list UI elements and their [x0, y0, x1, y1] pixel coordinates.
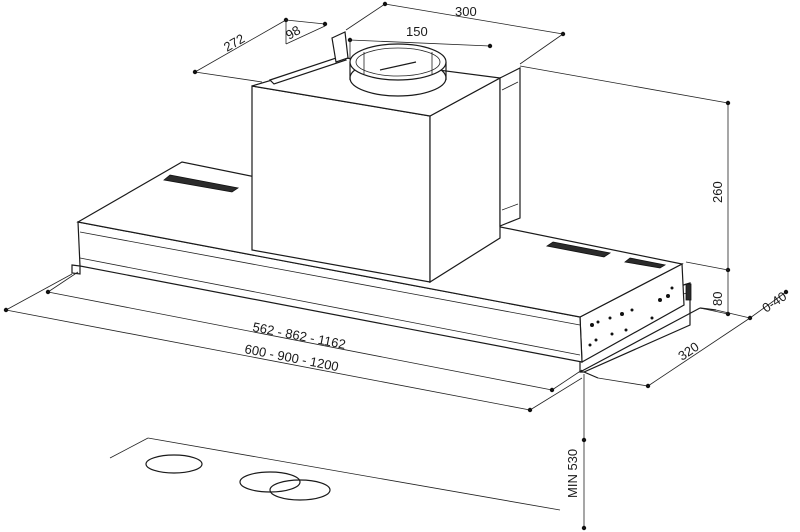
dim-300: 300: [455, 4, 477, 19]
control-panel: [588, 283, 692, 347]
burner-right: [269, 479, 331, 501]
duct-collar: [349, 43, 447, 97]
hood-body: [71, 31, 717, 379]
burner-left: [145, 454, 203, 474]
dim-260: 260: [710, 181, 725, 203]
dim-320: 320: [675, 339, 701, 364]
dim-80: 80: [710, 292, 725, 306]
dim-98: 98: [283, 22, 303, 42]
dim-150: 150: [406, 24, 428, 39]
dim-min-530: MIN 530: [565, 449, 580, 498]
dim-272: 272: [221, 31, 247, 55]
dimension-lines: [3, 1, 789, 531]
hob-outline: [109, 437, 561, 511]
